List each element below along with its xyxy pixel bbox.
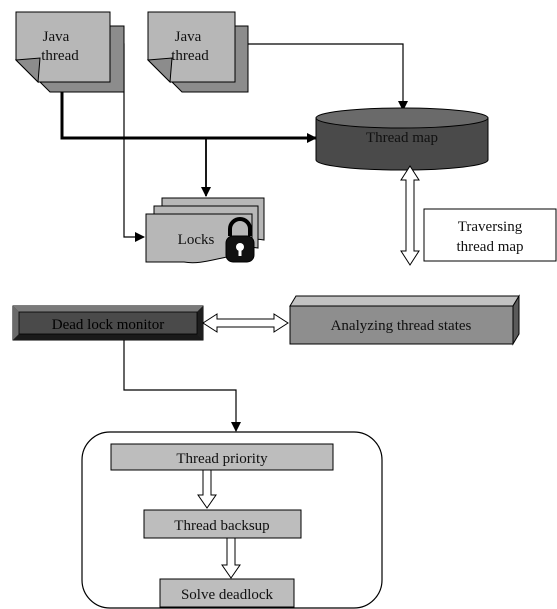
traversing-line2: thread map: [456, 239, 523, 255]
double-arrow-monitor-analyzing: [202, 313, 289, 333]
connector-monitor-to-container: [123, 339, 241, 432]
connector-thread2-to-map: [235, 43, 408, 111]
arrow-backsup-to-solve: [221, 537, 241, 579]
thread-map-label: Thread map: [366, 130, 438, 146]
solve-deadlock-step: Solve deadlock: [159, 578, 295, 608]
analyzing-label: Analyzing thread states: [331, 318, 472, 334]
padlock-icon: [225, 217, 255, 263]
deadlock-monitor-label: Dead lock monitor: [52, 317, 164, 333]
java-thread-1-line1: Java: [43, 29, 70, 45]
resolution-container: Thread priority Thread backsup Solve dea…: [81, 431, 383, 609]
thread-backsup-label: Thread backsup: [174, 518, 269, 534]
thread-backsup-step: Thread backsup: [143, 509, 302, 539]
java-thread-1-line2: thread: [41, 48, 79, 64]
thread-priority-label: Thread priority: [176, 451, 268, 467]
connector-thread1-to-map: [60, 82, 317, 143]
locks-node: Locks: [145, 197, 265, 264]
traversing-line1: Traversing: [458, 219, 523, 235]
java-thread-node-2: Java thread: [146, 11, 249, 93]
arrow-priority-to-backsup: [197, 469, 217, 509]
thread-priority-step: Thread priority: [110, 443, 334, 471]
analyzing-thread-states-node: Analyzing thread states: [289, 294, 520, 346]
deadlock-monitor-node: Dead lock monitor: [12, 305, 204, 341]
java-thread-2-line1: Java: [175, 29, 202, 45]
java-thread-2-line2: thread: [171, 48, 209, 64]
double-arrow-map-analyzing: [400, 165, 420, 266]
locks-label: Locks: [178, 232, 215, 248]
solve-deadlock-label: Solve deadlock: [181, 587, 274, 603]
java-thread-node-1: Java thread: [14, 11, 125, 93]
thread-map-node: Thread map: [315, 107, 489, 171]
traversing-thread-map-note: Traversing thread map: [423, 208, 557, 262]
